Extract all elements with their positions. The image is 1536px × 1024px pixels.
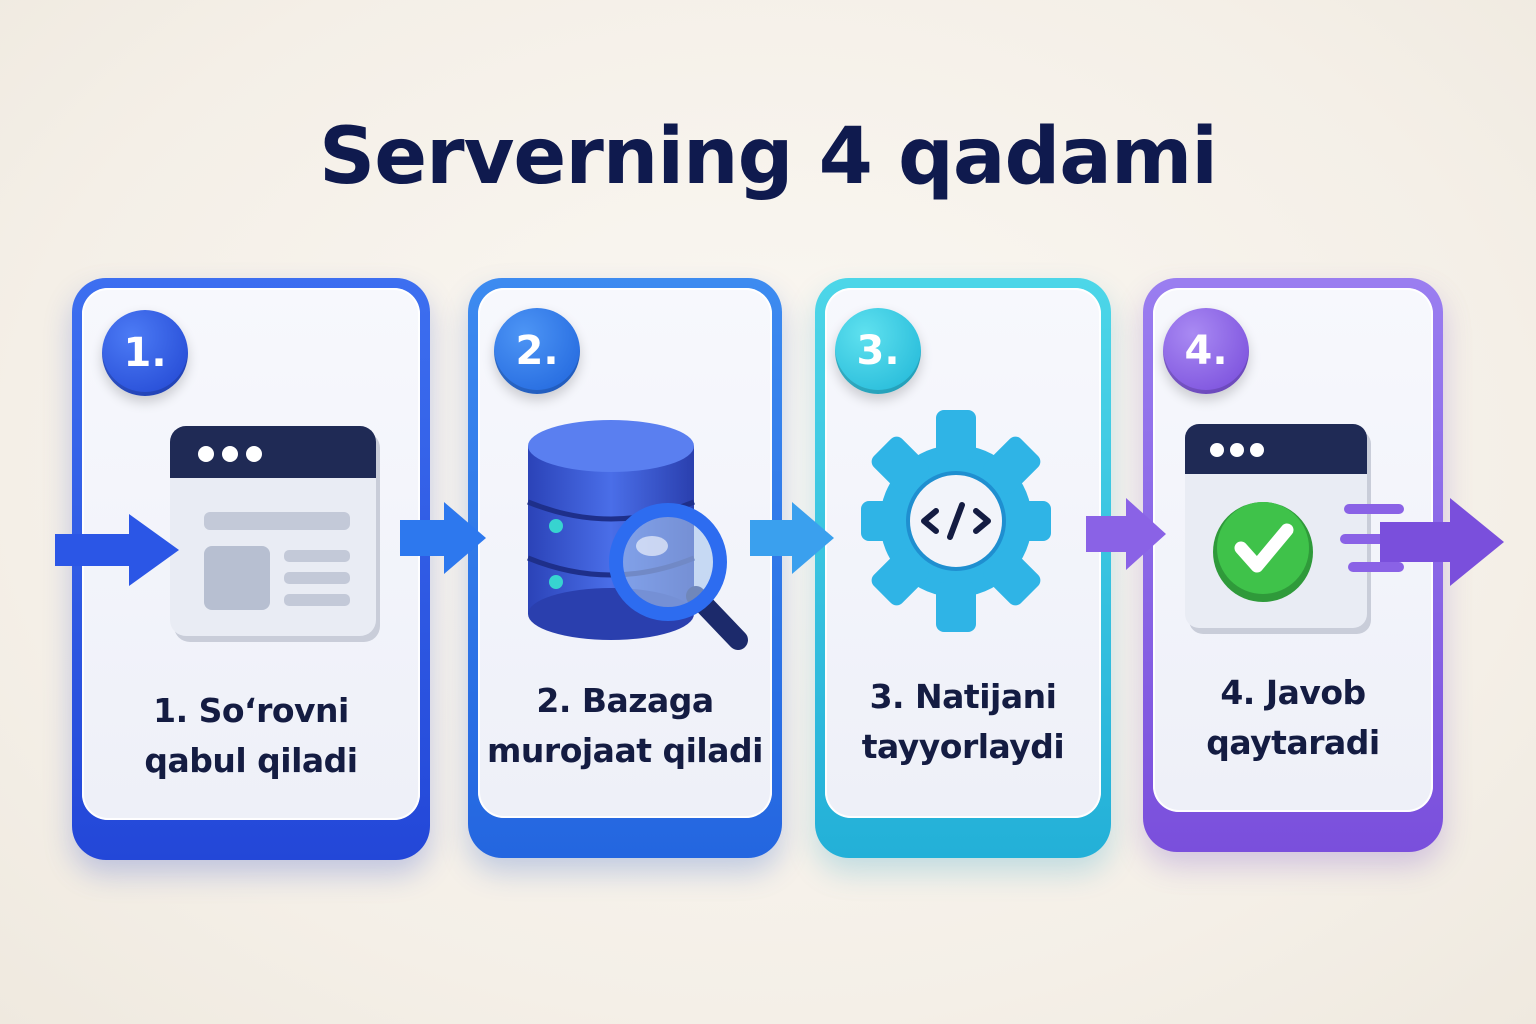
browser-window-icon <box>170 426 380 642</box>
step-number-badge: 3. <box>835 308 921 394</box>
step-label-line-2: tayyorlaydi <box>861 727 1065 766</box>
step-card-3: 3. 3. Natijani tayyorlaydi <box>815 278 1111 858</box>
step-label-line-2: murojaat qiladi <box>487 731 763 770</box>
step-label: 4. Javob qaytaradi <box>1143 668 1443 768</box>
step-label: 2. Bazaga murojaat qiladi <box>468 676 782 776</box>
step-label: 1. So‘rovni qabul qiladi <box>72 686 430 786</box>
step-card-2: 2. 2. Bazaga murojaat qiladi <box>468 278 782 858</box>
arrow-right-icon <box>750 502 834 574</box>
step-label-line-1: 3. Natijani <box>869 677 1057 716</box>
page-title: Serverning 4 qadami <box>319 112 1218 202</box>
step-number-badge: 1. <box>102 310 188 396</box>
database-search-icon <box>527 420 748 650</box>
arrow-right-icon <box>1340 498 1504 586</box>
step-number-badge: 2. <box>494 308 580 394</box>
arrow-right-icon <box>1086 498 1166 570</box>
arrow-right-icon <box>55 514 179 586</box>
code-gear-icon <box>861 410 1051 632</box>
arrow-right-icon <box>400 502 486 574</box>
browser-check-icon <box>1185 424 1371 634</box>
step-card-1: 1. 1. So‘rovni qabul qiladi <box>72 278 430 860</box>
step-label-line-2: qabul qiladi <box>144 741 358 780</box>
step-label-line-1: 2. Bazaga <box>536 681 714 720</box>
step-label-line-1: 1. So‘rovni <box>153 691 349 730</box>
step-number-badge: 4. <box>1163 308 1249 394</box>
step-label-line-1: 4. Javob <box>1220 673 1366 712</box>
step-label: 3. Natijani tayyorlaydi <box>815 672 1111 772</box>
step-label-line-2: qaytaradi <box>1206 723 1380 762</box>
